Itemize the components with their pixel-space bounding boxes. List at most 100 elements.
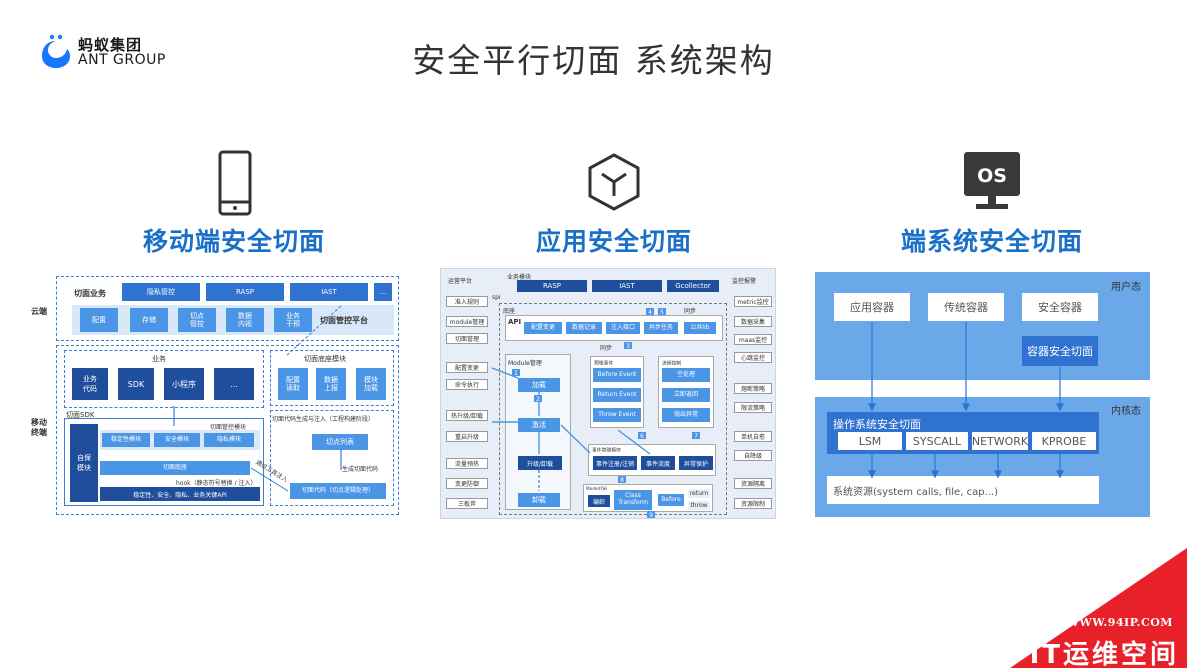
base-module-label: 切面底座模块 <box>304 355 346 363</box>
monitor-item-3: 心跳监控 <box>734 352 772 363</box>
codegen-box <box>270 410 394 506</box>
module-mgmt-label: Module管理 <box>508 360 542 367</box>
page-title: 安全平行切面 系统架构 <box>412 41 775 80</box>
app-base-box <box>499 303 727 515</box>
terminal-label: 移动 终端 <box>31 418 47 437</box>
business-item-0: 业务 代码 <box>72 368 108 400</box>
api-item-2: 注入接口 <box>606 322 640 334</box>
container-0: 应用容器 <box>834 293 910 321</box>
step-number-8: 9 <box>649 512 653 519</box>
sdk-box <box>64 418 264 506</box>
app-biz-item-1: IAST <box>592 280 662 292</box>
container-aspect: 容器安全切面 <box>1022 336 1098 366</box>
model-item-0: 编织 <box>588 495 610 507</box>
app-base-label: 底座 <box>503 308 516 315</box>
sync-label-mid: 同步 <box>600 345 613 352</box>
business-item-2: 小程序 <box>164 368 204 400</box>
api-item-4: 公共lib <box>684 322 716 334</box>
ops-item-5: 热升级/卸载 <box>446 410 488 421</box>
api-bar: 稳定性、安全、隐私、业务关键API <box>100 487 260 501</box>
model-item-1: Class Transform <box>614 490 652 510</box>
model-item-4: throw <box>688 501 710 510</box>
monitor-item-1: 数据采集 <box>734 316 772 327</box>
step-number-2: 3 <box>626 343 630 350</box>
mobile-phone-icon <box>218 150 252 216</box>
codegen-label: 切面代码生成与注入（工程构建阶段） <box>272 416 375 423</box>
api-item-3: 异步任务 <box>644 322 678 334</box>
sdk-label: 切面SDK <box>66 411 95 419</box>
base-module-item-1: 数据 上报 <box>316 368 346 400</box>
platform-item-1: 存储 <box>130 308 168 332</box>
sync-label-top: 同步 <box>684 308 697 315</box>
system-resources: 系统资源(system calls, file, cap...) <box>827 476 1099 504</box>
user-space-label: 用户态 <box>1111 282 1141 293</box>
monitor-item-6: 单机自愈 <box>734 431 772 442</box>
ops-item-8: 变更防御 <box>446 478 488 489</box>
os-monitor-icon: OS <box>964 152 1020 209</box>
ops-label: 运营平台 <box>448 278 473 285</box>
monitor-item-5: 限流策略 <box>734 402 772 413</box>
spi-label: spi <box>492 294 501 301</box>
step-number-5: 6 <box>640 433 644 440</box>
ops-item-0: 准入规则 <box>446 296 488 307</box>
logo-cn-text: 蚂蚁集团 <box>78 36 143 54</box>
business-box <box>64 350 264 408</box>
monitor-item-7: 自降级 <box>734 450 772 461</box>
module-step-0: 加载 <box>518 378 560 392</box>
event-mgmt-label: 事件管理模块 <box>592 447 621 454</box>
business-item-3: ... <box>214 368 254 400</box>
ops-item-7: 流量预热 <box>446 458 488 469</box>
hook-1: SYSCALL <box>906 432 968 450</box>
flow-item-2: 抛出异常 <box>662 408 710 422</box>
mgmt-item-1: 安全模块 <box>154 433 200 447</box>
event-mgmt-item-2: 异常保护 <box>679 456 713 470</box>
biz-item-2: IAST <box>290 283 368 301</box>
os-aspect-label: 操作系统安全切面 <box>833 418 921 431</box>
ops-item-2: 切面管理 <box>446 333 488 344</box>
event-2: Throw Event <box>593 408 641 422</box>
app-column-title: 应用安全切面 <box>535 227 692 256</box>
mgmt-label: 切面管控模块 <box>210 424 247 431</box>
module-step-1: 激活 <box>518 418 560 432</box>
flow-label: 流程控制 <box>662 360 682 367</box>
platform-item-0: 配置 <box>80 308 118 332</box>
event-label: 预埋事件 <box>594 360 614 367</box>
monitor-item-4: 熔断策略 <box>734 383 772 394</box>
watermark-name: IT运维空间 <box>1029 640 1179 670</box>
watermark-url: WWW.94IP.COM <box>1066 616 1173 629</box>
base-module-item-0: 配置 读取 <box>278 368 308 400</box>
module-step-2: 升级/卸载 <box>518 456 562 470</box>
ops-item-3: 配置变更 <box>446 362 488 373</box>
hook-label: hook（静态符号替换 / 注入） <box>176 480 257 487</box>
biz-label: 切面业务 <box>74 289 106 298</box>
mgmt-item-0: 稳定性模块 <box>102 433 150 447</box>
ant-group-logo-icon <box>42 34 70 68</box>
app-arrows: 1 2 3 4 5 6 7 8 9 <box>491 308 700 519</box>
api-item-0: 配置变更 <box>524 322 562 334</box>
business-label: 业务 <box>152 355 166 363</box>
step-number-7: 8 <box>620 477 624 484</box>
app-biz-label: 业务模块 <box>507 274 532 281</box>
ops-item-1: module管理 <box>446 316 488 327</box>
monitor-label: 监控报警 <box>732 278 757 285</box>
hook-3: KPROBE <box>1032 432 1096 450</box>
os-icon-text: OS <box>977 165 1007 187</box>
step-number-3: 4 <box>648 309 652 316</box>
api-item-1: 数据记录 <box>566 322 602 334</box>
platform-item-4: 业务 干预 <box>274 308 312 332</box>
cloud-label: 云端 <box>31 307 47 316</box>
biz-item-0: 隐私管控 <box>122 283 200 301</box>
step-number-6: 7 <box>694 433 698 440</box>
step-number-1: 2 <box>536 396 540 403</box>
flow-item-1: 立即返回 <box>662 388 710 402</box>
event-mgmt-item-0: 事件注册/注销 <box>593 456 637 470</box>
self-protect-module: 自保 模块 <box>70 424 98 502</box>
container-2: 安全容器 <box>1022 293 1098 321</box>
biz-item-1: RASP <box>206 283 284 301</box>
app-biz-item-0: RASP <box>517 280 587 292</box>
base-module-item-2: 模块 加载 <box>356 368 386 400</box>
terminal-box <box>56 345 399 515</box>
platform-item-2: 切点 管控 <box>178 308 216 332</box>
os-arrows <box>868 322 1064 479</box>
cube-icon <box>588 153 640 211</box>
